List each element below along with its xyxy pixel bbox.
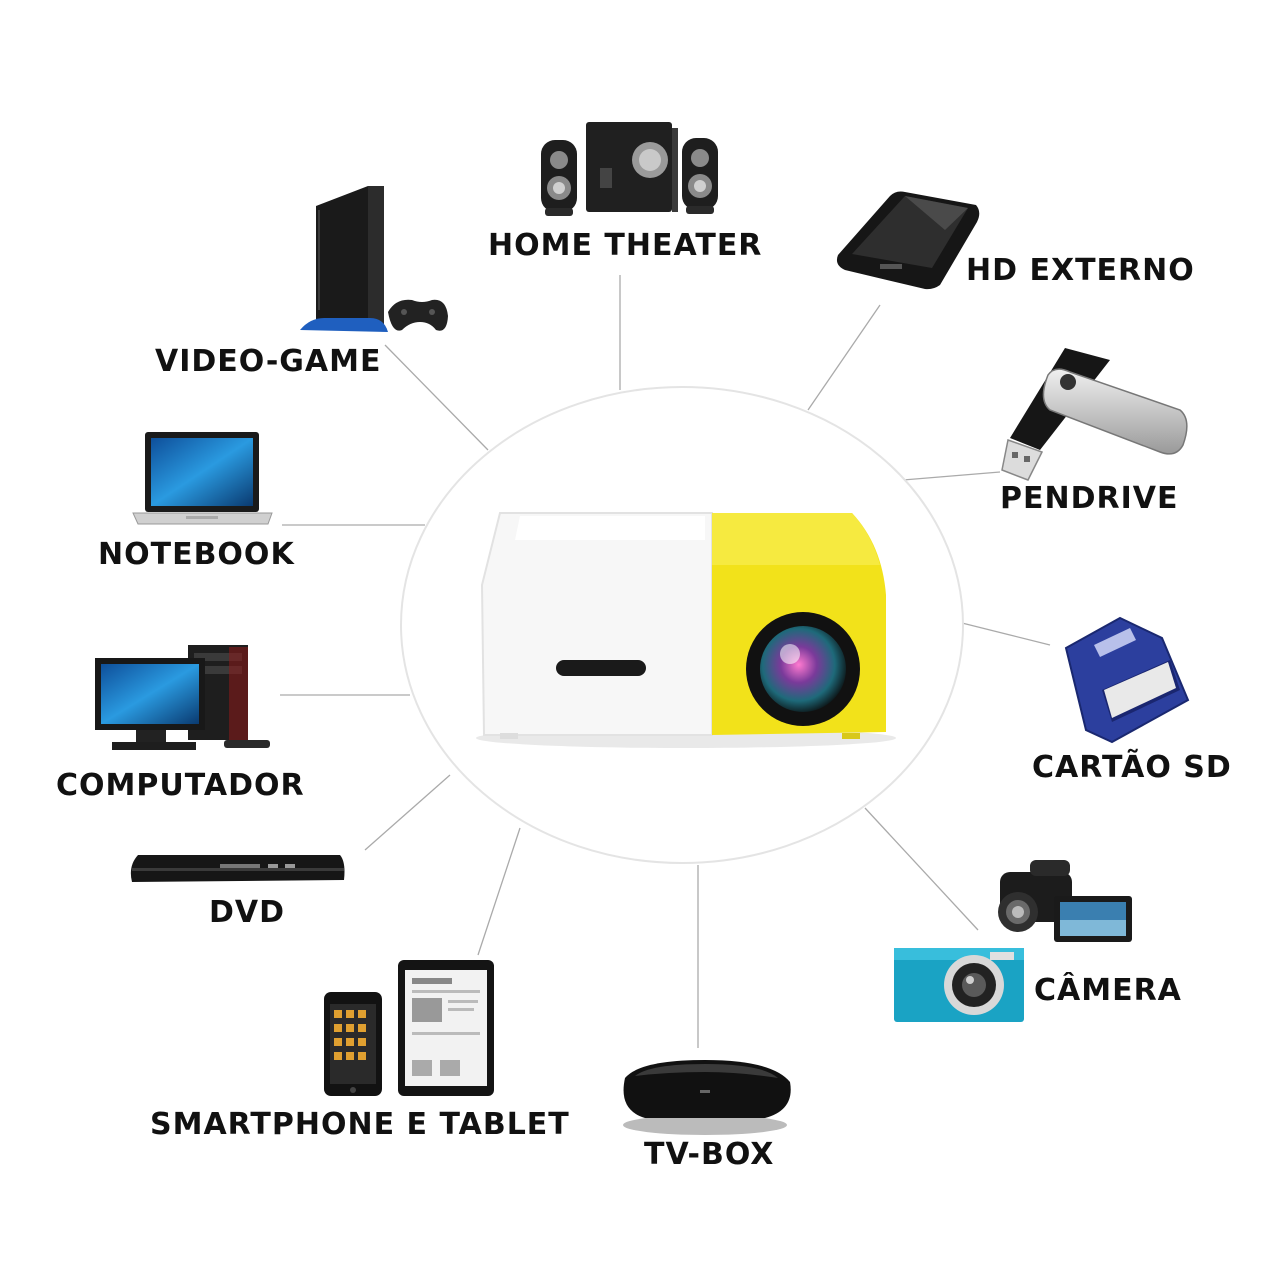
label-camera: CÂMERA (1034, 973, 1182, 1008)
label-cartao-sd: CARTÃO SD (1032, 750, 1232, 785)
label-video-game: VIDEO-GAME (155, 344, 382, 379)
connector-smartphone-tablet (477, 827, 521, 956)
label-dvd: DVD (209, 895, 286, 930)
game-console-icon (300, 186, 448, 332)
label-pendrive: PENDRIVE (1000, 481, 1179, 516)
label-hd-externo: HD EXTERNO (966, 253, 1195, 288)
external-drive-icon (836, 191, 980, 290)
connector-cartao-sd (957, 621, 1051, 646)
label-home-theater: HOME THEATER (488, 228, 763, 263)
sd-card-icon (1064, 616, 1190, 744)
connector-video-game (384, 344, 489, 451)
speakers-icon (541, 122, 718, 216)
dvd-player-icon (130, 855, 345, 882)
mini-projector-icon (476, 512, 896, 748)
connector-pendrive (902, 471, 1001, 481)
label-smartphone-tablet: SMARTPHONE E TABLET (150, 1107, 570, 1142)
connector-dvd (364, 774, 451, 851)
label-computador: COMPUTADOR (56, 768, 305, 803)
connector-hd-externo (807, 304, 881, 411)
camera-icon (894, 860, 1132, 1022)
laptop-icon (132, 432, 273, 525)
projector-hub (400, 386, 964, 864)
desktop-computer-icon (95, 645, 270, 750)
label-tv-box: TV-BOX (644, 1137, 775, 1172)
label-notebook: NOTEBOOK (98, 537, 295, 572)
tv-box-icon (623, 1060, 791, 1135)
usb-drive-icon (1001, 348, 1188, 481)
connector-camera (864, 807, 979, 931)
smartphone-tablet-icon (324, 960, 494, 1096)
connector-lines (280, 275, 1051, 1048)
